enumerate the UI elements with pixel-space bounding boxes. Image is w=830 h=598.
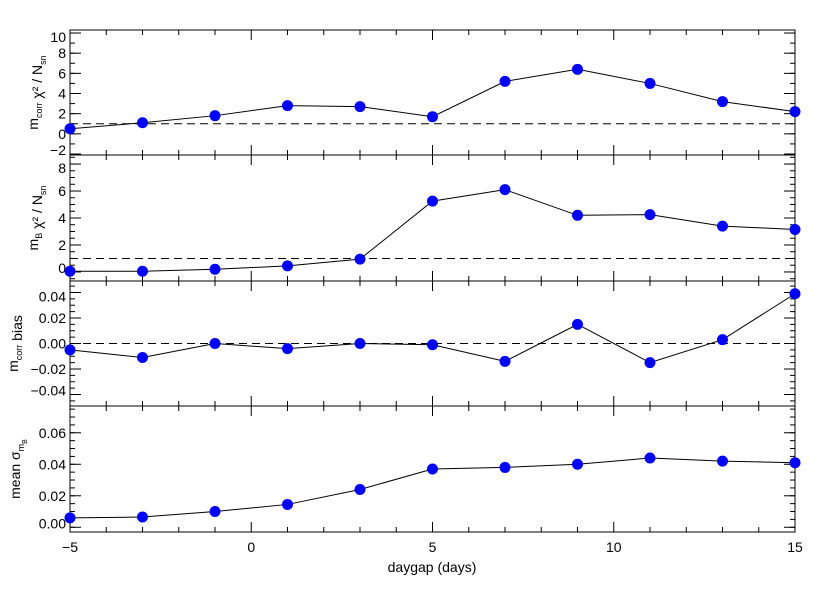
panel-3: −0.04 −0.02 0.00 0.02 0.04 mcorr bias	[5, 280, 801, 407]
data-point	[209, 110, 221, 122]
y-tick-label: −0.04	[31, 383, 67, 399]
data-point	[789, 457, 801, 469]
data-point	[354, 338, 366, 349]
y-tick-label: 0.00	[39, 336, 66, 352]
data-point	[64, 123, 76, 135]
y-tick-label: −0.02	[31, 361, 67, 377]
data-point	[64, 344, 76, 356]
data-point	[427, 111, 438, 123]
data-point	[209, 338, 221, 349]
data-point	[572, 318, 583, 330]
data-point	[789, 106, 801, 118]
data-point	[717, 334, 728, 346]
x-tick-label: 10	[606, 539, 622, 555]
data-point	[572, 458, 583, 470]
y-tick-label: 0.06	[39, 425, 66, 441]
data-point	[644, 209, 656, 221]
y-axis-label: mcorr χ² / Nsn	[25, 55, 48, 129]
y-tick-label: 0.04	[39, 456, 66, 472]
data-point	[717, 455, 728, 467]
data-point	[137, 117, 148, 129]
x-tick-label: −5	[62, 539, 78, 555]
y-tick-label: 0.00	[39, 515, 66, 531]
data-point	[354, 253, 366, 265]
data-point	[644, 452, 656, 464]
data-point	[209, 506, 221, 518]
y-tick-label: 6	[58, 183, 66, 199]
data-point	[209, 263, 221, 275]
data-point	[789, 223, 801, 235]
x-axis-label: daygap (days)	[388, 559, 477, 575]
panel-4: 0.00 0.02 0.04 0.06 mean σmB −5 0 5 10 15	[7, 405, 803, 555]
panel-2: 0 2 4 6 8 mB χ² / Nsn	[25, 154, 801, 282]
data-point	[282, 343, 293, 355]
y-tick-label: 4	[58, 86, 66, 102]
data-point	[717, 220, 728, 232]
data-point	[282, 260, 293, 272]
y-tick-label: 2	[58, 237, 66, 253]
y-axis-label: mean σmB	[7, 439, 29, 499]
data-point	[499, 75, 511, 87]
data-point	[282, 100, 293, 112]
data-point	[137, 511, 148, 523]
panel-frame	[69, 154, 796, 282]
y-tick-label: 6	[58, 65, 66, 81]
y-tick-label: 0.02	[39, 310, 66, 326]
x-tick-label: 0	[247, 539, 255, 555]
data-point	[354, 101, 366, 113]
y-axis-label: mcorr bias	[5, 315, 25, 372]
x-tick-label: 15	[787, 539, 803, 555]
data-point	[427, 195, 438, 207]
data-point	[427, 339, 438, 351]
y-tick-label: 10	[50, 29, 66, 45]
data-point	[64, 512, 76, 524]
y-tick-label: 8	[58, 45, 66, 61]
y-axis-label: mB χ² / Nsn	[25, 186, 48, 251]
data-point	[64, 265, 76, 277]
data-point	[572, 209, 583, 221]
data-point	[137, 352, 148, 364]
data-point	[644, 77, 656, 89]
data-point	[644, 357, 656, 369]
y-tick-label: 8	[58, 160, 66, 176]
y-tick-label: 0	[58, 126, 66, 142]
y-tick-label: −2	[50, 142, 66, 158]
x-tick-label: 5	[429, 539, 437, 555]
data-point	[789, 288, 801, 300]
series-line	[69, 293, 796, 364]
data-point	[137, 265, 148, 277]
data-point	[572, 63, 583, 75]
data-point	[499, 184, 511, 196]
data-point	[499, 461, 511, 473]
y-tick-label: 0	[58, 260, 66, 276]
y-tick-label: 0.02	[39, 488, 66, 504]
data-point	[717, 96, 728, 108]
data-point	[427, 463, 438, 475]
data-point	[354, 483, 366, 495]
y-tick-label: 2	[58, 106, 66, 122]
y-tick-label: 0.04	[39, 288, 66, 304]
y-tick-label: 4	[58, 210, 66, 226]
data-point	[499, 355, 511, 367]
data-point	[282, 498, 293, 510]
